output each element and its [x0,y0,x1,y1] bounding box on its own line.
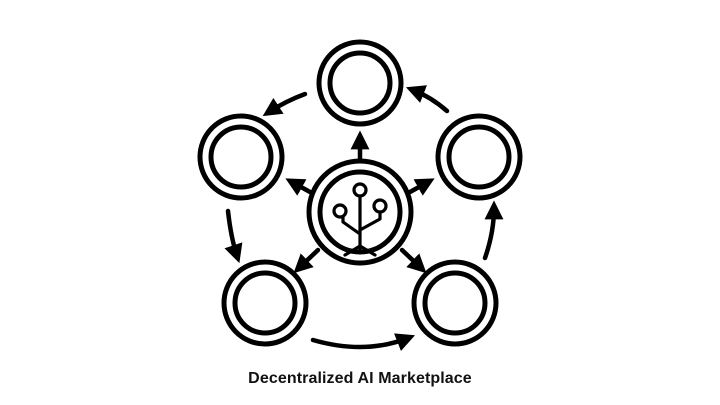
peer-node-bottom-left [221,259,309,347]
peer-node-left [197,113,285,201]
left-to-bottom-left-arrow [224,208,243,264]
hub-node [306,158,414,266]
hub-to-left-arrow [285,178,313,196]
diagram-caption: Decentralized AI Marketplace [248,370,472,387]
bottom-left-to-bottom-right-arrow [310,333,416,351]
hub-to-bottom-right-arrow [399,247,427,274]
peer-node-right [435,113,523,201]
bottom-right-to-right-arrow [482,200,504,261]
hub-to-right-arrow [407,178,435,196]
hub-arrows [285,130,435,274]
circuit-tree-icon [332,182,388,257]
cycle-arrows [224,85,504,351]
top-to-left-arrow [262,91,308,117]
hub-to-bottom-left-arrow [293,247,321,274]
peer-node-bottom-right [411,259,499,347]
peer-node-top [316,39,404,127]
right-to-top-arrow [405,85,450,114]
